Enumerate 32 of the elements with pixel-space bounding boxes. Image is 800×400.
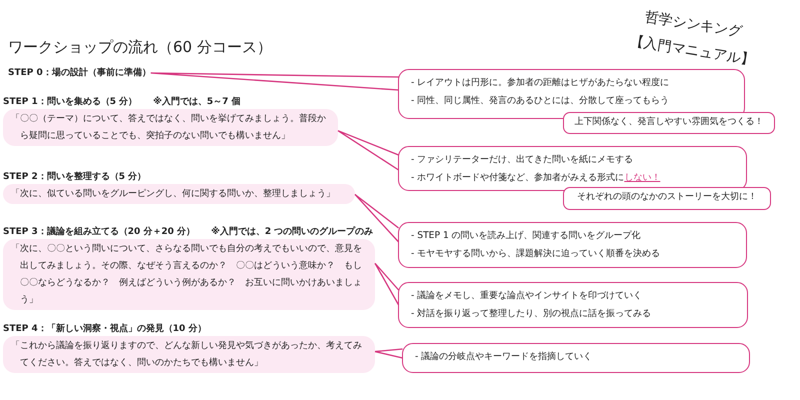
step-heading: STEP 3：議論を組み立てる（20 分＋20 分） bbox=[3, 225, 196, 239]
callout-bubble bbox=[398, 222, 747, 268]
callout-bubble bbox=[398, 146, 747, 191]
bullet-text: - モヤモヤする問いから、課題解決に迫っていく順番を決める bbox=[411, 247, 660, 261]
step-heading: STEP 0：場の設計（事前に準備） bbox=[8, 66, 151, 80]
callout-pointer bbox=[374, 262, 400, 306]
bullet-text: - STEP 1 の問いを読み上げ、関連する問いをグループ化 bbox=[411, 229, 641, 243]
tip-callout: 上下関係なく、発言しやすい雰囲気をつくる！ bbox=[563, 112, 775, 134]
bullet-text: - 同性、同じ属性、発言のあるひとには、分散して座ってもらう bbox=[411, 94, 670, 108]
callout-pointer bbox=[354, 194, 400, 243]
callout-bubble bbox=[402, 343, 750, 373]
step-heading: STEP 1：問いを集める（5 分） bbox=[3, 96, 138, 109]
page-title: ワークショップの流れ（60 分コース） bbox=[8, 37, 272, 57]
callout-pointer bbox=[374, 348, 404, 359]
step-note: ※入門では、2 つの問いのグループのみ bbox=[211, 225, 374, 239]
callout-pointer bbox=[150, 72, 400, 91]
step-heading: STEP 2：問いを整理する（5 分） bbox=[3, 170, 146, 184]
quote-panel: 「次に、似ている問いをグルーピングし、何に関する問いか、整理しましょう」 bbox=[3, 184, 355, 204]
bullet-text: - 議論をメモし、重要な論点やインサイトを印づけていく bbox=[411, 289, 642, 303]
bullet-text: - ホワイトボードや付箋など、参加者がみえる形式にしない！ bbox=[411, 171, 660, 185]
step-note: ※入門では、5～7 個 bbox=[153, 95, 241, 109]
quote-panel: 「〇〇（テーマ）について、答えではなく、問いを挙げてみましょう。普段から疑問に思っていることでも、突拍子のない問いでも構いません」 bbox=[3, 109, 338, 146]
bullet-text: - ファシリテーターだけ、出てきた問いを紙にメモする bbox=[411, 153, 634, 167]
bullet-text: - 議論の分岐点やキーワードを指摘していく bbox=[415, 350, 592, 364]
quote-panel: 「これから議論を振り返りますので、どんな新しい発見や気づきがあったか、考えてみてください。答えではなく、問いのかたちでも構いません」 bbox=[3, 336, 375, 373]
tip-callout: それぞれの頭のなかのストーリーを大切に！ bbox=[563, 187, 771, 210]
callout-bubble bbox=[398, 282, 748, 328]
callout-pointer bbox=[337, 130, 400, 171]
quote-panel: 「次に、〇〇という問いについて、さらなる問いでも自分の考えでもいいので、意見を出してみましょう。その際、なぜそう言えるのか？ 〇〇はどういう意味か？ もし〇〇ならどうなるか？ 例えばどういう例があるか？ お互いに問いかけあいましょう」 bbox=[3, 239, 375, 310]
step-heading: STEP 4：「新しい洞察・視点」の発見（10 分） bbox=[3, 322, 206, 336]
bullet-text: - 対話を振り返って整理したり、別の視点に話を振ってみる bbox=[411, 307, 652, 321]
bullet-text: - レイアウトは円形に。参加者の距離はヒザがあたらない程度に bbox=[411, 76, 670, 90]
